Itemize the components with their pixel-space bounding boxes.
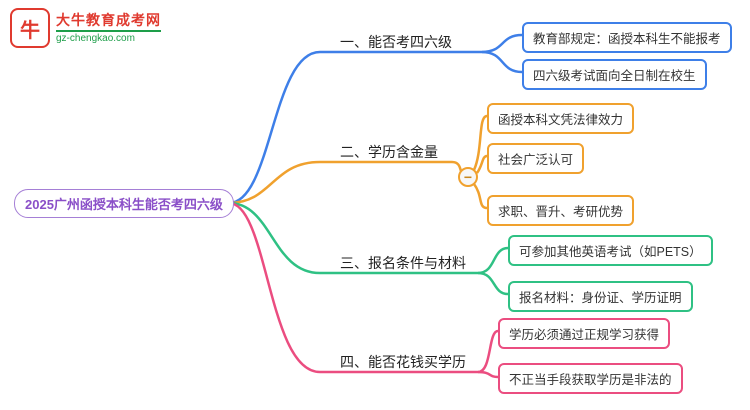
branch-label-3[interactable]: 三、报名条件与材料 [340, 255, 466, 271]
collapse-button[interactable]: − [458, 167, 478, 187]
logo-subtitle: gz-chengkao.com [56, 29, 161, 45]
leaf-node[interactable]: 学历必须通过正规学习获得 [498, 318, 671, 349]
branch3-lines [228, 201, 509, 296]
branch-label-4[interactable]: 四、能否花钱买学历 [340, 354, 466, 370]
leaf-node[interactable]: 报名材料：身份证、学历证明 [508, 281, 693, 312]
branch4-lines [228, 201, 499, 379]
leaf-node[interactable]: 求职、晋升、考研优势 [487, 195, 635, 226]
leaf-node[interactable]: 可参加其他英语考试（如PETS） [508, 235, 713, 266]
branch-label-1[interactable]: 一、能否考四六级 [340, 34, 452, 50]
branch1-lines [228, 33, 523, 205]
site-logo: 牛 大牛教育成考网 gz-chengkao.com [10, 8, 161, 48]
root-node[interactable]: 2025广州函授本科生能否考四六级 [14, 189, 234, 218]
leaf-node[interactable]: 教育部规定：函授本科生不能报考 [522, 22, 732, 53]
ox-logo-icon: 牛 [10, 8, 50, 48]
leaf-node[interactable]: 不正当手段获取学历是非法的 [498, 363, 683, 394]
leaf-node[interactable]: 四六级考试面向全日制在校生 [522, 59, 707, 90]
logo-title: 大牛教育成考网 [56, 11, 161, 28]
leaf-node[interactable]: 社会广泛认可 [487, 143, 585, 174]
branch-label-2[interactable]: 二、学历含金量 [340, 144, 438, 160]
leaf-node[interactable]: 函授本科文凭法律效力 [487, 103, 635, 134]
branch2-lines [228, 114, 488, 210]
